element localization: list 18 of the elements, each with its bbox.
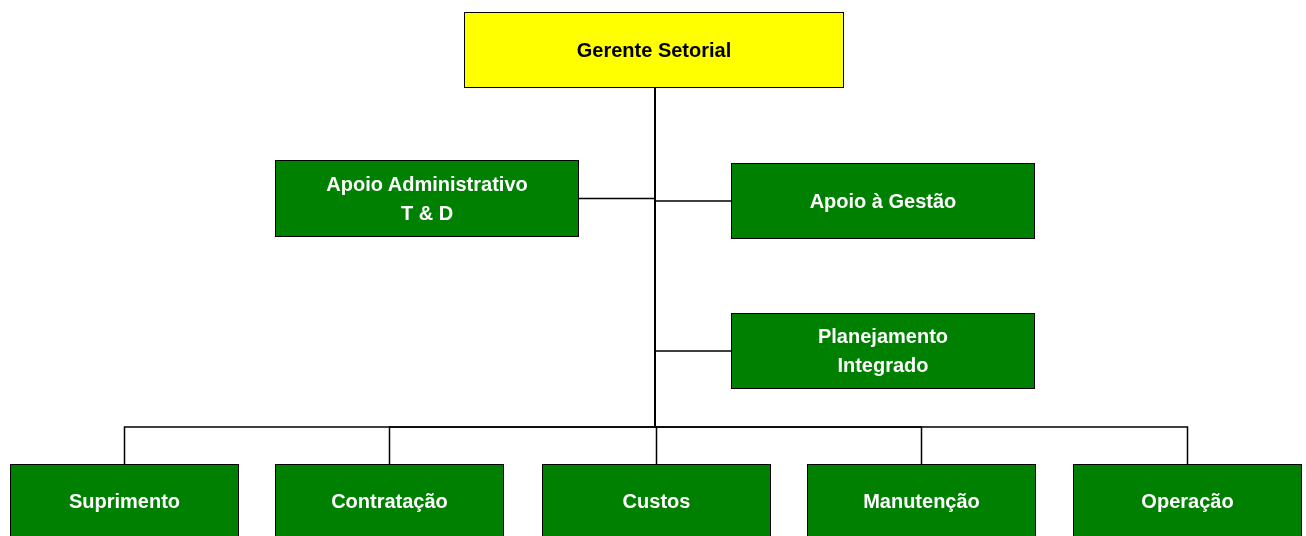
department-name: Apoio Administrativo T & D — [325, 171, 529, 226]
department-name: Planejamento Integrado — [816, 324, 949, 378]
department-name: Contratação — [331, 488, 448, 514]
department-box — [542, 464, 771, 536]
department-name: Custos — [622, 488, 691, 514]
department-name: Operação — [1141, 488, 1234, 514]
department-name: Manutenção — [863, 488, 980, 514]
department-box — [731, 313, 1035, 389]
department-box — [275, 464, 504, 536]
department-box — [807, 464, 1036, 536]
manager-box — [464, 12, 844, 88]
department-name: Apoio à Gestão — [809, 188, 957, 214]
department-box — [1073, 464, 1302, 536]
department-box — [731, 163, 1035, 239]
department-box — [275, 160, 579, 237]
department-name: Suprimento — [68, 488, 181, 514]
department-box — [10, 464, 239, 536]
department-name: Gerente Setorial — [576, 37, 732, 63]
